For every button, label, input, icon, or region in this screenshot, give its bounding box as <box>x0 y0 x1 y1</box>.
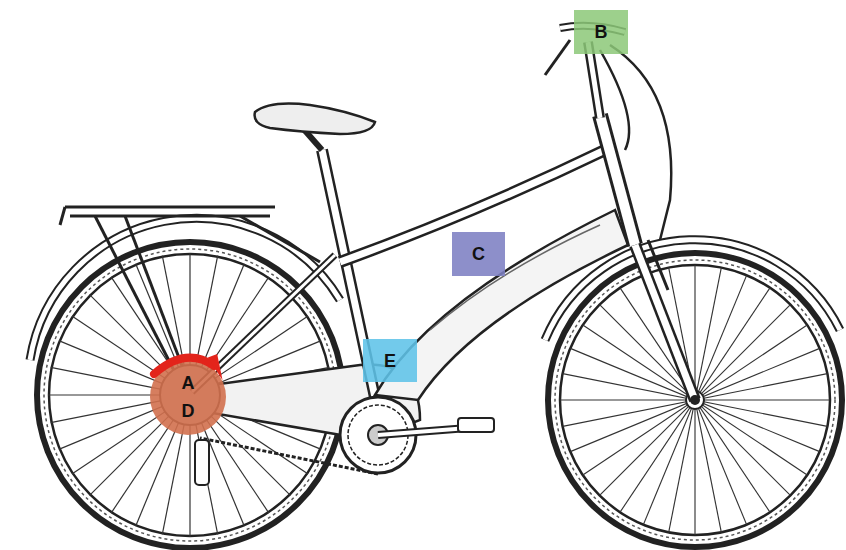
part-letter: A <box>182 373 195 393</box>
highlight-circle: AD <box>150 359 226 435</box>
highlight-square: E <box>363 339 417 382</box>
part-letter: D <box>182 401 195 421</box>
part-letter: B <box>595 22 608 42</box>
part-letter: C <box>472 244 485 264</box>
front-wheel <box>548 253 842 547</box>
highlight-square: C <box>452 232 505 276</box>
highlight-circle-outline <box>150 359 226 435</box>
part-letter: E <box>384 351 396 371</box>
highlight-square: B <box>574 10 628 54</box>
